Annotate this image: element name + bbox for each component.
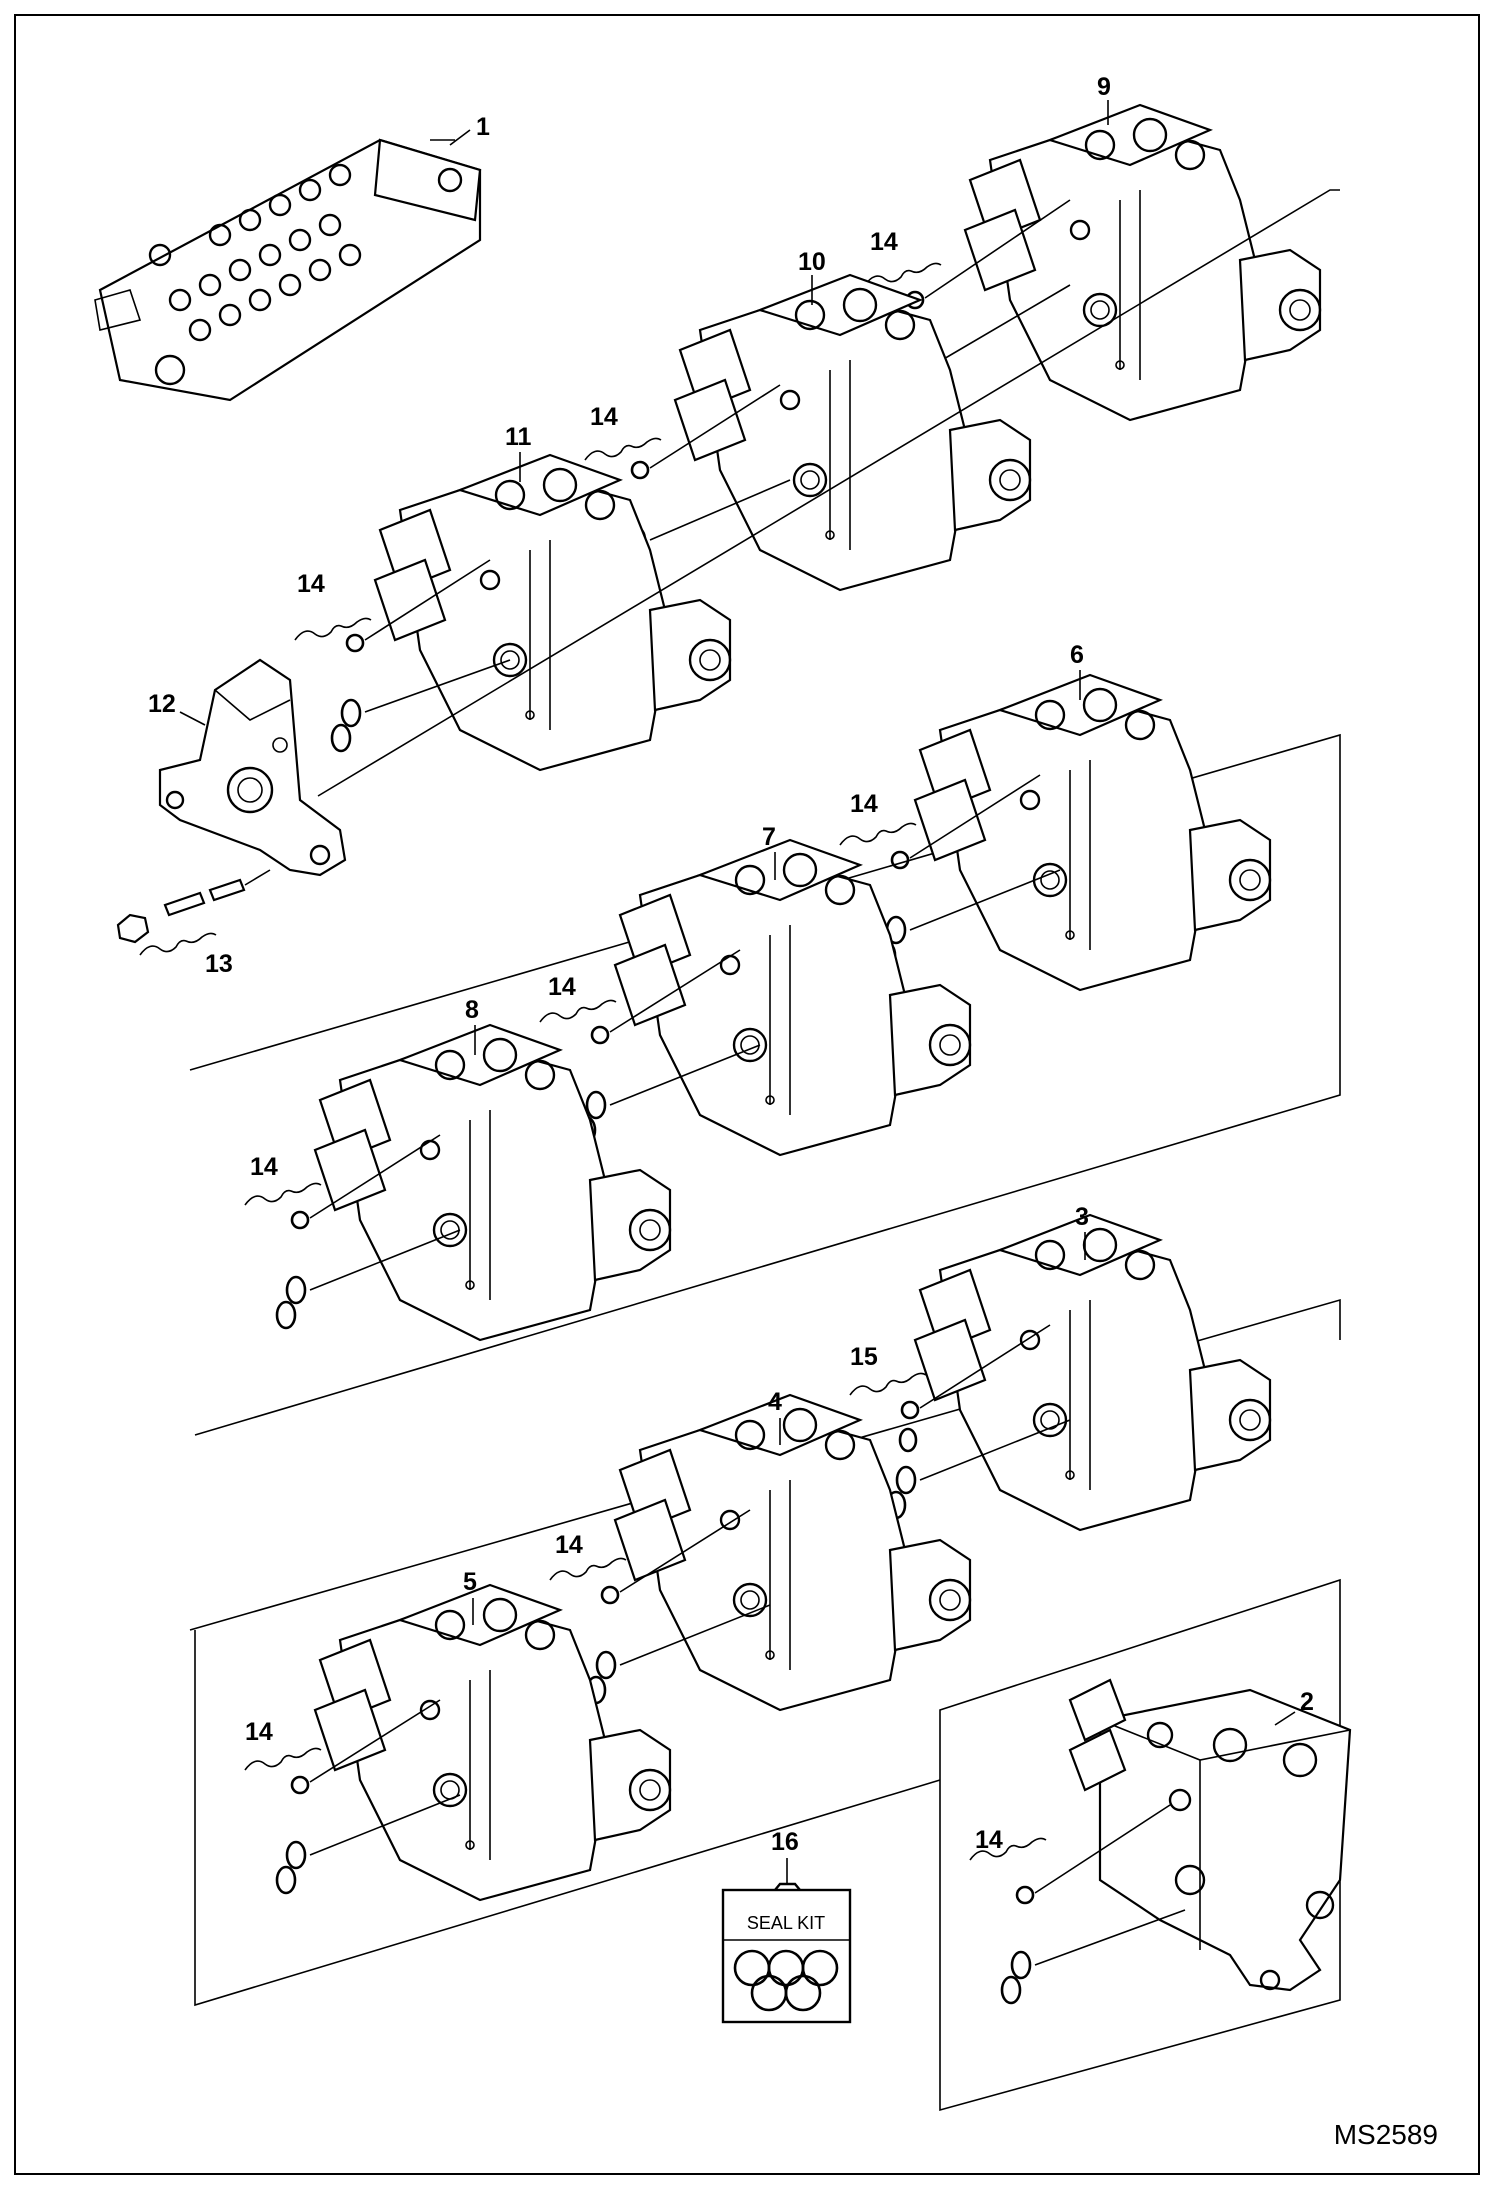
inlet-section-2	[1068, 1678, 1352, 1992]
callout-15: 15	[850, 1343, 878, 1371]
callout-12: 12	[148, 690, 176, 718]
valve-section-5	[313, 1583, 672, 1902]
callout-14-e: 14	[548, 973, 576, 1001]
callout-14-i: 14	[975, 1826, 1003, 1854]
callout-2: 2	[1300, 1688, 1314, 1716]
seal-kit-16: SEAL KIT	[721, 1882, 852, 2024]
callout-11: 11	[505, 423, 532, 451]
callout-14-h: 14	[245, 1718, 273, 1746]
valve-section-11	[373, 453, 732, 772]
valve-section-6	[913, 673, 1272, 992]
callout-5: 5	[463, 1568, 477, 1596]
callout-10: 10	[798, 248, 826, 276]
callout-8: 8	[465, 996, 479, 1024]
valve-section-8	[313, 1023, 672, 1342]
callout-3: 3	[1075, 1203, 1089, 1231]
seal-kit-label: SEAL KIT	[747, 1913, 825, 1933]
end-cap-12	[158, 658, 347, 877]
callout-7: 7	[762, 823, 776, 851]
drawing-code: MS2589	[1333, 2119, 1438, 2150]
callout-6: 6	[1070, 641, 1084, 669]
group-outline-3-5	[189, 1298, 1341, 1631]
group-outline-2	[939, 1578, 1341, 2112]
callout-14-f: 14	[250, 1153, 278, 1181]
valve-section-3	[913, 1213, 1272, 1532]
callout-14-g: 14	[555, 1531, 583, 1559]
callout-14-a: 14	[870, 228, 898, 256]
callout-9: 9	[1097, 73, 1111, 101]
callout-1: 1	[476, 113, 490, 141]
callout-14-d: 14	[850, 790, 878, 818]
callout-14-b: 14	[590, 403, 618, 431]
callout-16: 16	[771, 1828, 799, 1856]
valve-section-7	[613, 838, 972, 1157]
callout-4: 4	[768, 1388, 782, 1416]
valve-assembly-1	[94, 138, 482, 402]
valve-section-9	[963, 103, 1322, 422]
page-border	[14, 14, 1480, 2175]
tie-rod-13	[116, 869, 271, 944]
callout-14-c: 14	[297, 570, 325, 598]
valve-section-10	[673, 273, 1032, 592]
callout-13: 13	[205, 950, 233, 978]
